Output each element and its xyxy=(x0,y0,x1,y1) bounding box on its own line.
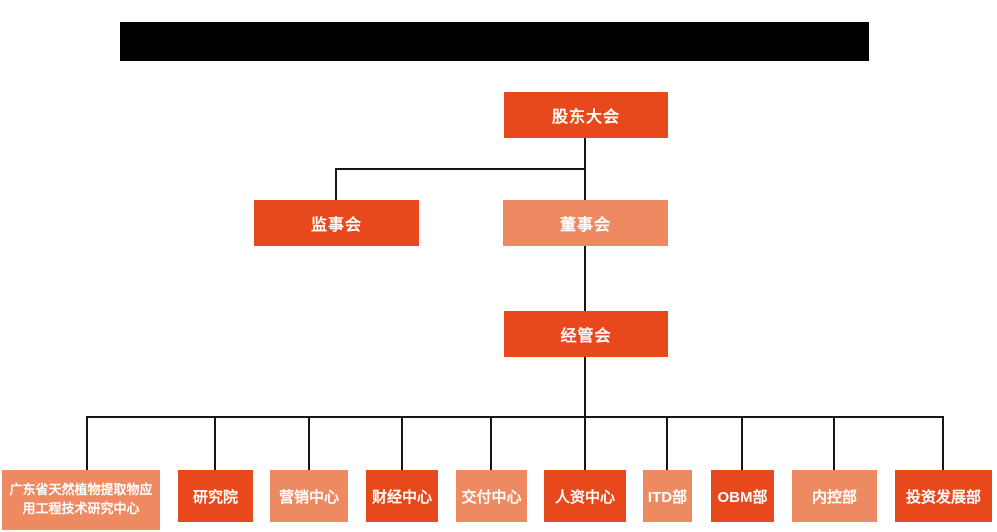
node-management-committee: 经管会 xyxy=(504,311,668,357)
dept-research-institute: 研究院 xyxy=(178,470,253,522)
connector-supervisory-drop xyxy=(335,168,337,200)
connector-departments-horizontal xyxy=(86,416,944,418)
node-shareholders-meeting: 股东大会 xyxy=(504,92,668,138)
connector-dept-drop-5 xyxy=(490,416,492,470)
dept-obm: OBM部 xyxy=(711,470,774,522)
connector-dept-drop-3 xyxy=(308,416,310,470)
connector-board-to-management xyxy=(584,246,586,311)
connector-dept-drop-2 xyxy=(214,416,216,470)
connector-dept-drop-6 xyxy=(584,416,586,470)
connector-dept-drop-7 xyxy=(666,416,668,470)
connector-dept-drop-8 xyxy=(741,416,743,470)
dept-delivery-center: 交付中心 xyxy=(456,470,527,522)
dept-finance-center: 财经中心 xyxy=(366,470,438,522)
dept-gd-plant-extract-research-center: 广东省天然植物提取物应用工程技术研究中心 xyxy=(2,470,160,530)
node-board-of-directors: 董事会 xyxy=(503,200,668,246)
node-supervisory-board: 监事会 xyxy=(254,200,419,246)
connector-dept-drop-1 xyxy=(86,416,88,470)
dept-itd: ITD部 xyxy=(643,470,692,522)
connector-level2-horizontal xyxy=(335,168,586,170)
connector-dept-drop-4 xyxy=(401,416,403,470)
connector-dept-drop-10 xyxy=(942,416,944,470)
connector-management-stem xyxy=(584,357,586,417)
dept-hr-center: 人资中心 xyxy=(544,470,626,522)
dept-investment-development: 投资发展部 xyxy=(895,470,992,522)
connector-dept-drop-9 xyxy=(833,416,835,470)
dept-internal-control: 内控部 xyxy=(792,470,877,522)
title-redaction-bar xyxy=(120,22,869,61)
dept-marketing-center: 营销中心 xyxy=(270,470,348,522)
